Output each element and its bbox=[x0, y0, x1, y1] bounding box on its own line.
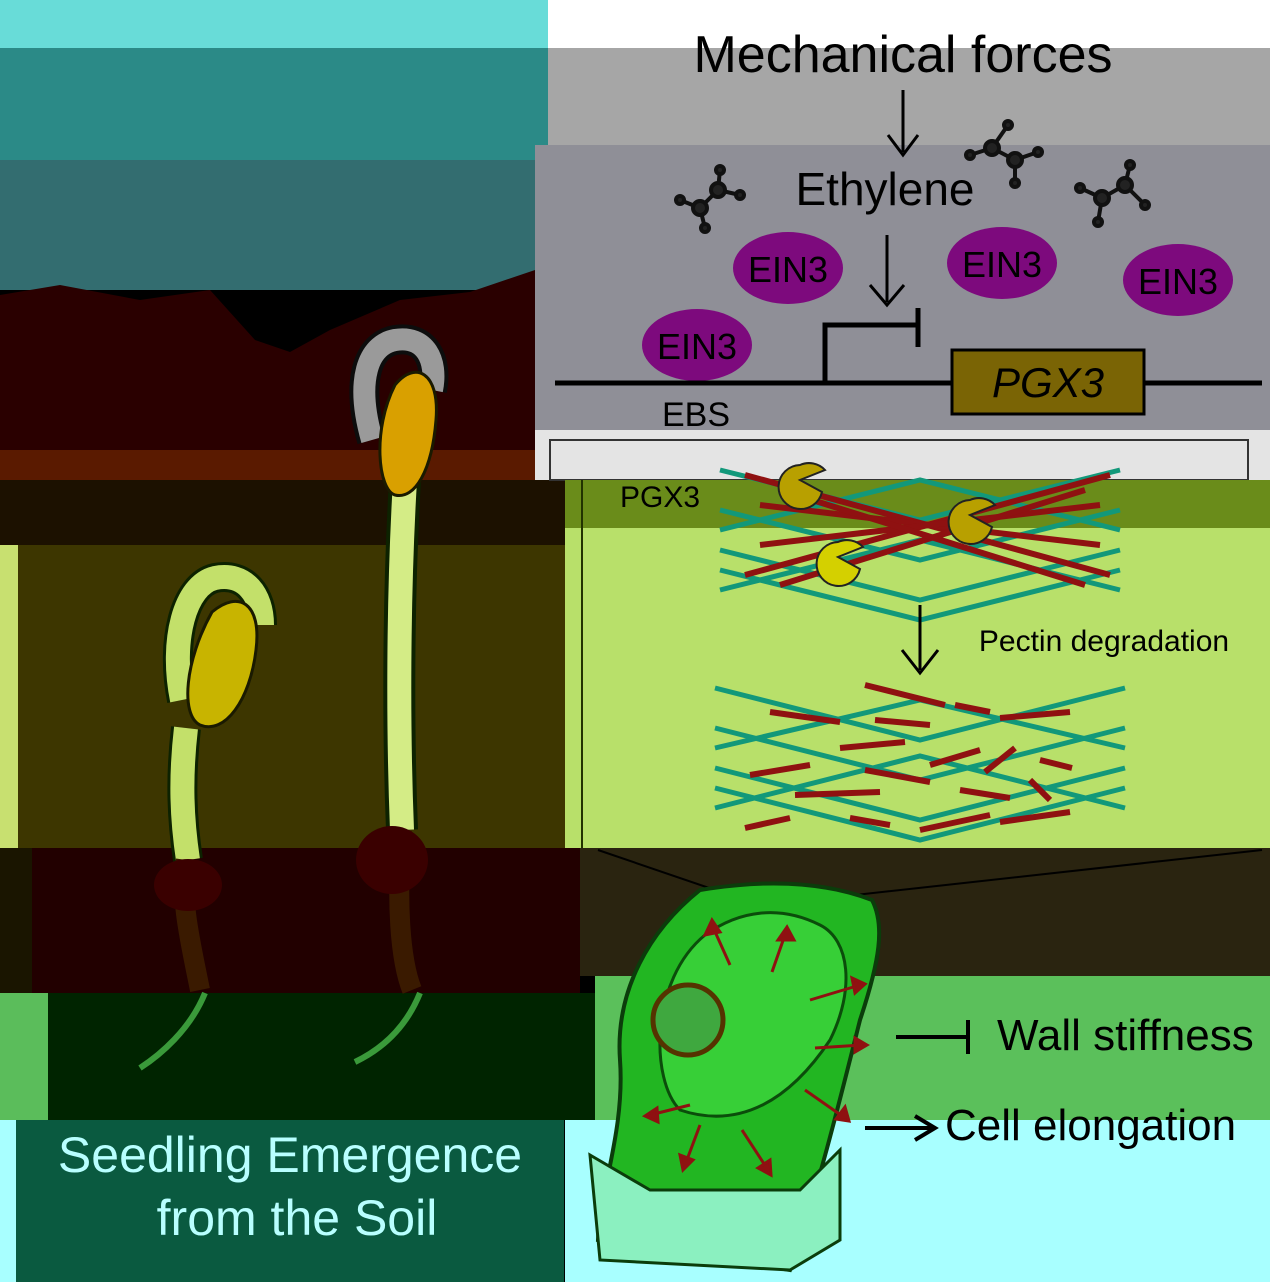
cotyledon-buried bbox=[186, 600, 259, 729]
degraded-wall-lattice bbox=[714, 682, 1126, 843]
ein3-ellipse bbox=[1123, 244, 1233, 316]
soil-mid-band bbox=[0, 545, 565, 850]
caption-line-2: from the Soil bbox=[157, 1190, 438, 1246]
ein3-label: EIN3 bbox=[657, 326, 737, 367]
pgx3-enzyme-label: PGX3 bbox=[620, 481, 700, 514]
soil-scene bbox=[0, 0, 596, 1120]
arrow-forces-to-ethylene bbox=[886, 90, 920, 158]
soil-dark-band bbox=[0, 480, 565, 545]
ein3-label: EIN3 bbox=[962, 244, 1042, 285]
ethylene-label: Ethylene bbox=[795, 163, 974, 215]
ethylene-molecule-3 bbox=[1074, 159, 1151, 228]
soil-surface bbox=[0, 450, 535, 480]
pgx3-enzymes bbox=[777, 462, 997, 587]
signaling-panel: Mechanical forces Ethylene bbox=[535, 0, 1270, 481]
seedling-buried bbox=[138, 562, 277, 1071]
arrow-degradation bbox=[900, 605, 940, 676]
ein3-ellipse bbox=[733, 232, 843, 304]
wall-stiffness-label: Wall stiffness bbox=[997, 1011, 1254, 1060]
root-hair-emerging bbox=[353, 991, 423, 1065]
caption-background bbox=[16, 1120, 564, 1282]
ein3-factor-3: EIN3 bbox=[1123, 244, 1233, 316]
ein3-label: EIN3 bbox=[748, 249, 828, 290]
ein3-factor-4: EIN3 bbox=[642, 309, 752, 381]
seed-coat-emerging bbox=[356, 826, 428, 894]
ein3-ellipse bbox=[947, 227, 1057, 299]
pgx3-enzyme-2 bbox=[947, 497, 997, 545]
arrow-ethylene-to-promoter bbox=[868, 235, 906, 308]
ethylene-molecule-1 bbox=[674, 164, 746, 234]
ein3-label: EIN3 bbox=[1138, 261, 1218, 302]
seed-coat-buried bbox=[154, 859, 222, 911]
outcomes: Wall stiffness Cell elongation bbox=[865, 1011, 1254, 1150]
sky-horizon bbox=[0, 160, 535, 290]
caption-panel: Seedling Emergence from the Soil bbox=[0, 1120, 564, 1282]
cellulose-fibres-degraded bbox=[714, 685, 1126, 843]
pgx3-gene-label: PGX3 bbox=[992, 359, 1104, 406]
sky-top-band bbox=[0, 0, 548, 48]
sky-band bbox=[0, 48, 548, 160]
pgx3-enzyme-3 bbox=[815, 539, 865, 587]
ein3-factor-1: EIN3 bbox=[733, 232, 843, 304]
cotyledon-emerging bbox=[378, 370, 438, 498]
nucleus bbox=[650, 982, 726, 1058]
soil-deep-band bbox=[32, 848, 580, 993]
turgor-arrows bbox=[641, 916, 870, 1178]
plant-cell bbox=[588, 881, 882, 1273]
pgx3-gene-box bbox=[950, 348, 1146, 416]
wall-band-main bbox=[565, 528, 1270, 848]
mechanical-forces-label: Mechanical forces bbox=[693, 26, 1112, 84]
soil-deep-edge bbox=[0, 848, 32, 993]
vacuole bbox=[658, 911, 848, 1118]
cell-wall-detail: PGX3 bbox=[565, 480, 1270, 848]
seedling-emerging bbox=[349, 324, 449, 1065]
pectin-degradation-label: Pectin degradation bbox=[979, 625, 1229, 658]
cell-base bbox=[588, 1146, 842, 1272]
root-zone-edge bbox=[0, 993, 48, 1120]
caption-edge bbox=[0, 1120, 16, 1282]
soil-edge-strip bbox=[0, 545, 18, 850]
cell-elongation-label: Cell elongation bbox=[945, 1101, 1236, 1150]
ein3-factor-2: EIN3 bbox=[947, 227, 1057, 299]
promotion-arrow bbox=[865, 1114, 939, 1142]
gene-construct: PGX3 EBS bbox=[555, 308, 1262, 434]
pgx3-enzyme-1 bbox=[777, 462, 827, 510]
panel-light-band bbox=[535, 430, 1270, 480]
distant-hills bbox=[0, 270, 535, 480]
root-hair-buried bbox=[138, 991, 208, 1071]
panel-grey-band bbox=[548, 48, 1270, 160]
ein3-ellipse bbox=[642, 309, 752, 381]
promoter-symbol bbox=[822, 308, 921, 383]
panel-top-band bbox=[548, 0, 1270, 48]
root-zone-band bbox=[48, 993, 596, 1120]
inhibition-symbol bbox=[896, 1020, 970, 1054]
ebs-label: EBS bbox=[662, 396, 730, 434]
caption-line-1: Seedling Emergence bbox=[58, 1127, 522, 1183]
pectin-fragments bbox=[744, 682, 1073, 833]
ethylene-molecule-2 bbox=[964, 119, 1044, 189]
